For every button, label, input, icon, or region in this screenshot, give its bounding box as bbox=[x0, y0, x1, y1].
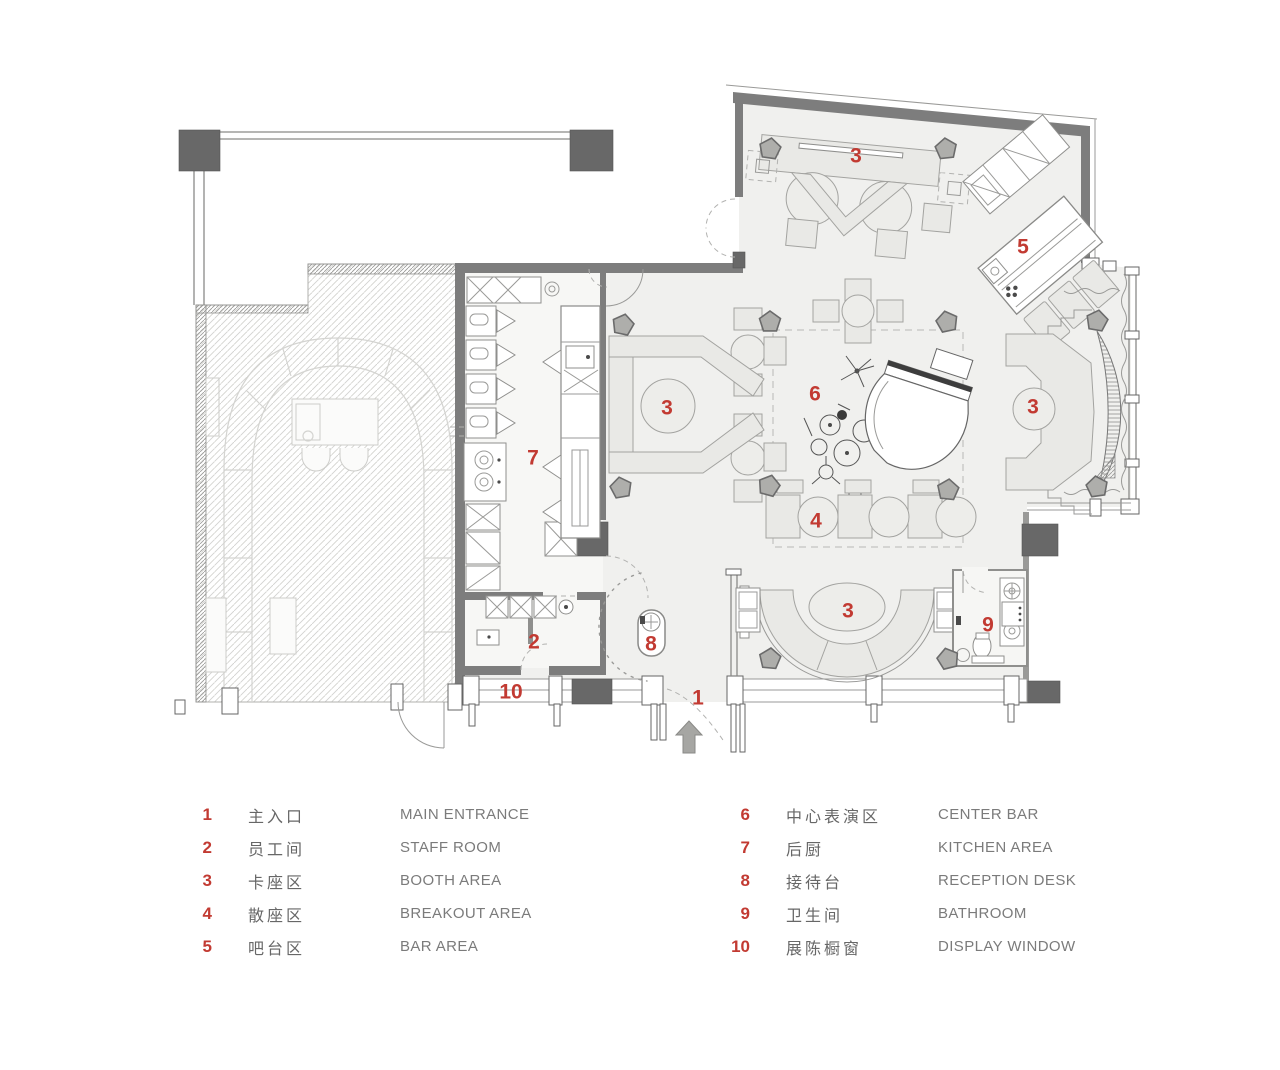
beam-and-columns bbox=[178, 129, 614, 305]
legend-column-left: 1 主入口 MAIN ENTRANCE 2 员工间 STAFF ROOM 3 卡座区 BOOTH… bbox=[184, 798, 532, 963]
legend-label-en: STAFF ROOM bbox=[400, 839, 502, 856]
booth-right bbox=[1005, 309, 1122, 515]
legend-label-zh: 吧台区 bbox=[248, 940, 306, 958]
legend-label-en: BOOTH AREA bbox=[400, 872, 502, 889]
legend-label-en: KITCHEN AREA bbox=[938, 839, 1053, 856]
legend-label-en: BATHROOM bbox=[938, 905, 1027, 922]
staff-room bbox=[476, 555, 649, 671]
legend-row: 5 吧台区 BAR AREA bbox=[184, 930, 532, 963]
legend-number: 2 bbox=[202, 837, 212, 857]
plan-marker-booth-area-right: 3 bbox=[1027, 395, 1039, 419]
booth-top bbox=[745, 134, 971, 260]
legend-label-zh: 后厨 bbox=[786, 841, 825, 859]
legend-row: 9 卫生间 BATHROOM bbox=[722, 897, 1076, 930]
legend-column-right: 6 中心表演区 CENTER BAR 7 后厨 KITCHEN AREA 8 接待台 RECEP… bbox=[722, 798, 1076, 963]
bar-area bbox=[962, 114, 1120, 350]
legend-label-zh: 展陈橱窗 bbox=[786, 940, 863, 958]
legend-label-zh: 主入口 bbox=[248, 808, 306, 826]
legend-label-zh: 卫生间 bbox=[786, 907, 844, 925]
kitchen bbox=[463, 276, 601, 591]
booth-bottom bbox=[735, 582, 959, 683]
legend-row: 7 后厨 KITCHEN AREA bbox=[722, 831, 1076, 864]
legend-label-zh: 中心表演区 bbox=[786, 808, 882, 826]
legend-label-en: RECEPTION DESK bbox=[938, 872, 1077, 889]
legend-row: 10 展陈橱窗 DISPLAY WINDOW bbox=[722, 930, 1076, 963]
legend-label-zh: 散座区 bbox=[248, 907, 306, 925]
plan-marker-staff-room: 2 bbox=[528, 630, 540, 654]
legend-number: 4 bbox=[202, 903, 212, 923]
legend-label-en: MAIN ENTRANCE bbox=[400, 806, 530, 823]
bathroom bbox=[952, 567, 1028, 667]
plan-marker-reception-desk: 8 bbox=[645, 632, 657, 656]
legend-row: 4 散座区 BREAKOUT AREA bbox=[184, 897, 532, 930]
storefront-band bbox=[174, 675, 1028, 753]
legend-label-en: BREAKOUT AREA bbox=[400, 905, 532, 922]
grand-piano bbox=[864, 348, 974, 470]
plan-marker-center-bar: 6 bbox=[809, 382, 821, 406]
plan-marker-booth-area-top: 3 bbox=[850, 144, 862, 168]
legend-label-en: BAR AREA bbox=[400, 938, 479, 955]
legend-number: 8 bbox=[740, 870, 750, 890]
legend: 1 主入口 MAIN ENTRANCE 2 员工间 STAFF ROOM 3 卡座区 BOOTH… bbox=[0, 798, 1280, 988]
legend-number: 3 bbox=[202, 870, 212, 890]
legend-number: 9 bbox=[740, 903, 750, 923]
hatched-area bbox=[195, 263, 458, 703]
legend-row: 1 主入口 MAIN ENTRANCE bbox=[184, 798, 532, 831]
ceiling-fan-icon bbox=[840, 355, 875, 388]
plan-marker-booth-area-bottom: 3 bbox=[842, 599, 854, 623]
plan-marker-breakout-area: 4 bbox=[810, 509, 822, 533]
legend-number: 7 bbox=[740, 837, 750, 857]
legend-label-zh: 接待台 bbox=[786, 874, 844, 892]
legend-label-zh: 员工间 bbox=[248, 841, 306, 859]
legend-number: 1 bbox=[202, 804, 212, 824]
legend-label-en: CENTER BAR bbox=[938, 806, 1039, 823]
legend-row: 8 接待台 RECEPTION DESK bbox=[722, 864, 1076, 897]
plan-marker-booth-area-left: 3 bbox=[661, 396, 673, 420]
plan-marker-main-entrance: 1 bbox=[692, 686, 704, 710]
legend-row: 2 员工间 STAFF ROOM bbox=[184, 831, 532, 864]
legend-number: 5 bbox=[202, 936, 212, 956]
drum-kit bbox=[803, 403, 883, 467]
booth-left bbox=[608, 335, 765, 474]
plan-marker-kitchen-area: 7 bbox=[527, 446, 539, 470]
plan-marker-bathroom: 9 bbox=[982, 613, 994, 637]
legend-label-zh: 卡座区 bbox=[248, 874, 306, 892]
legend-number: 10 bbox=[731, 936, 750, 956]
legend-number: 6 bbox=[740, 804, 750, 824]
legend-label-en: DISPLAY WINDOW bbox=[938, 938, 1076, 955]
legend-row: 3 卡座区 BOOTH AREA bbox=[184, 864, 532, 897]
plan-marker-display-window: 10 bbox=[499, 680, 523, 704]
breakout-row bbox=[765, 479, 977, 539]
legend-row: 6 中心表演区 CENTER BAR bbox=[722, 798, 1076, 831]
plan-marker-bar-area: 5 bbox=[1017, 235, 1029, 259]
